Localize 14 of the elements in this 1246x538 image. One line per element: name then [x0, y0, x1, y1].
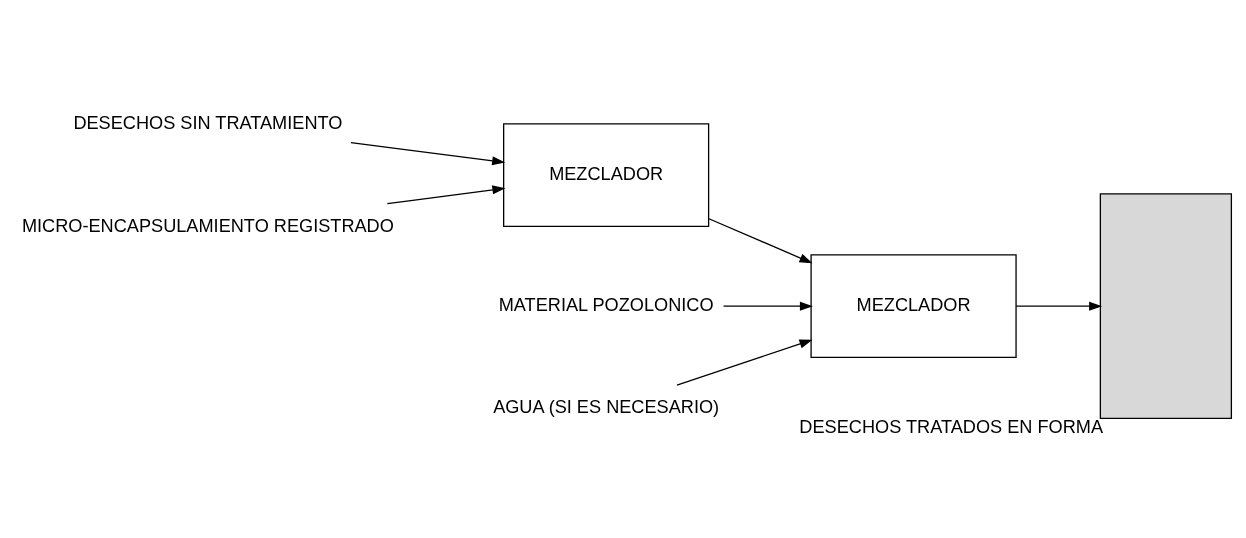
node-box: MEZCLADOR — [810, 253, 1017, 358]
arrow — [708, 217, 813, 263]
node-text: AGUA (SI ES NECESARIO) — [493, 396, 720, 417]
node-box — [1099, 192, 1233, 419]
node-text: MICRO-ENCAPSULAMIENTO REGISTRADO — [21, 215, 394, 236]
node-label: DESECHOS TRATADOS EN FORMA — [799, 416, 1104, 437]
arrow — [676, 339, 813, 386]
arrow — [1015, 301, 1103, 311]
arrow — [722, 301, 813, 311]
node-box: MEZCLADOR — [503, 122, 710, 227]
node-text: DESECHOS SIN TRATAMIENTO — [73, 112, 343, 133]
node-text: MATERIAL POZOLONICO — [498, 294, 714, 315]
arrow — [350, 141, 506, 165]
arrow — [386, 184, 506, 204]
